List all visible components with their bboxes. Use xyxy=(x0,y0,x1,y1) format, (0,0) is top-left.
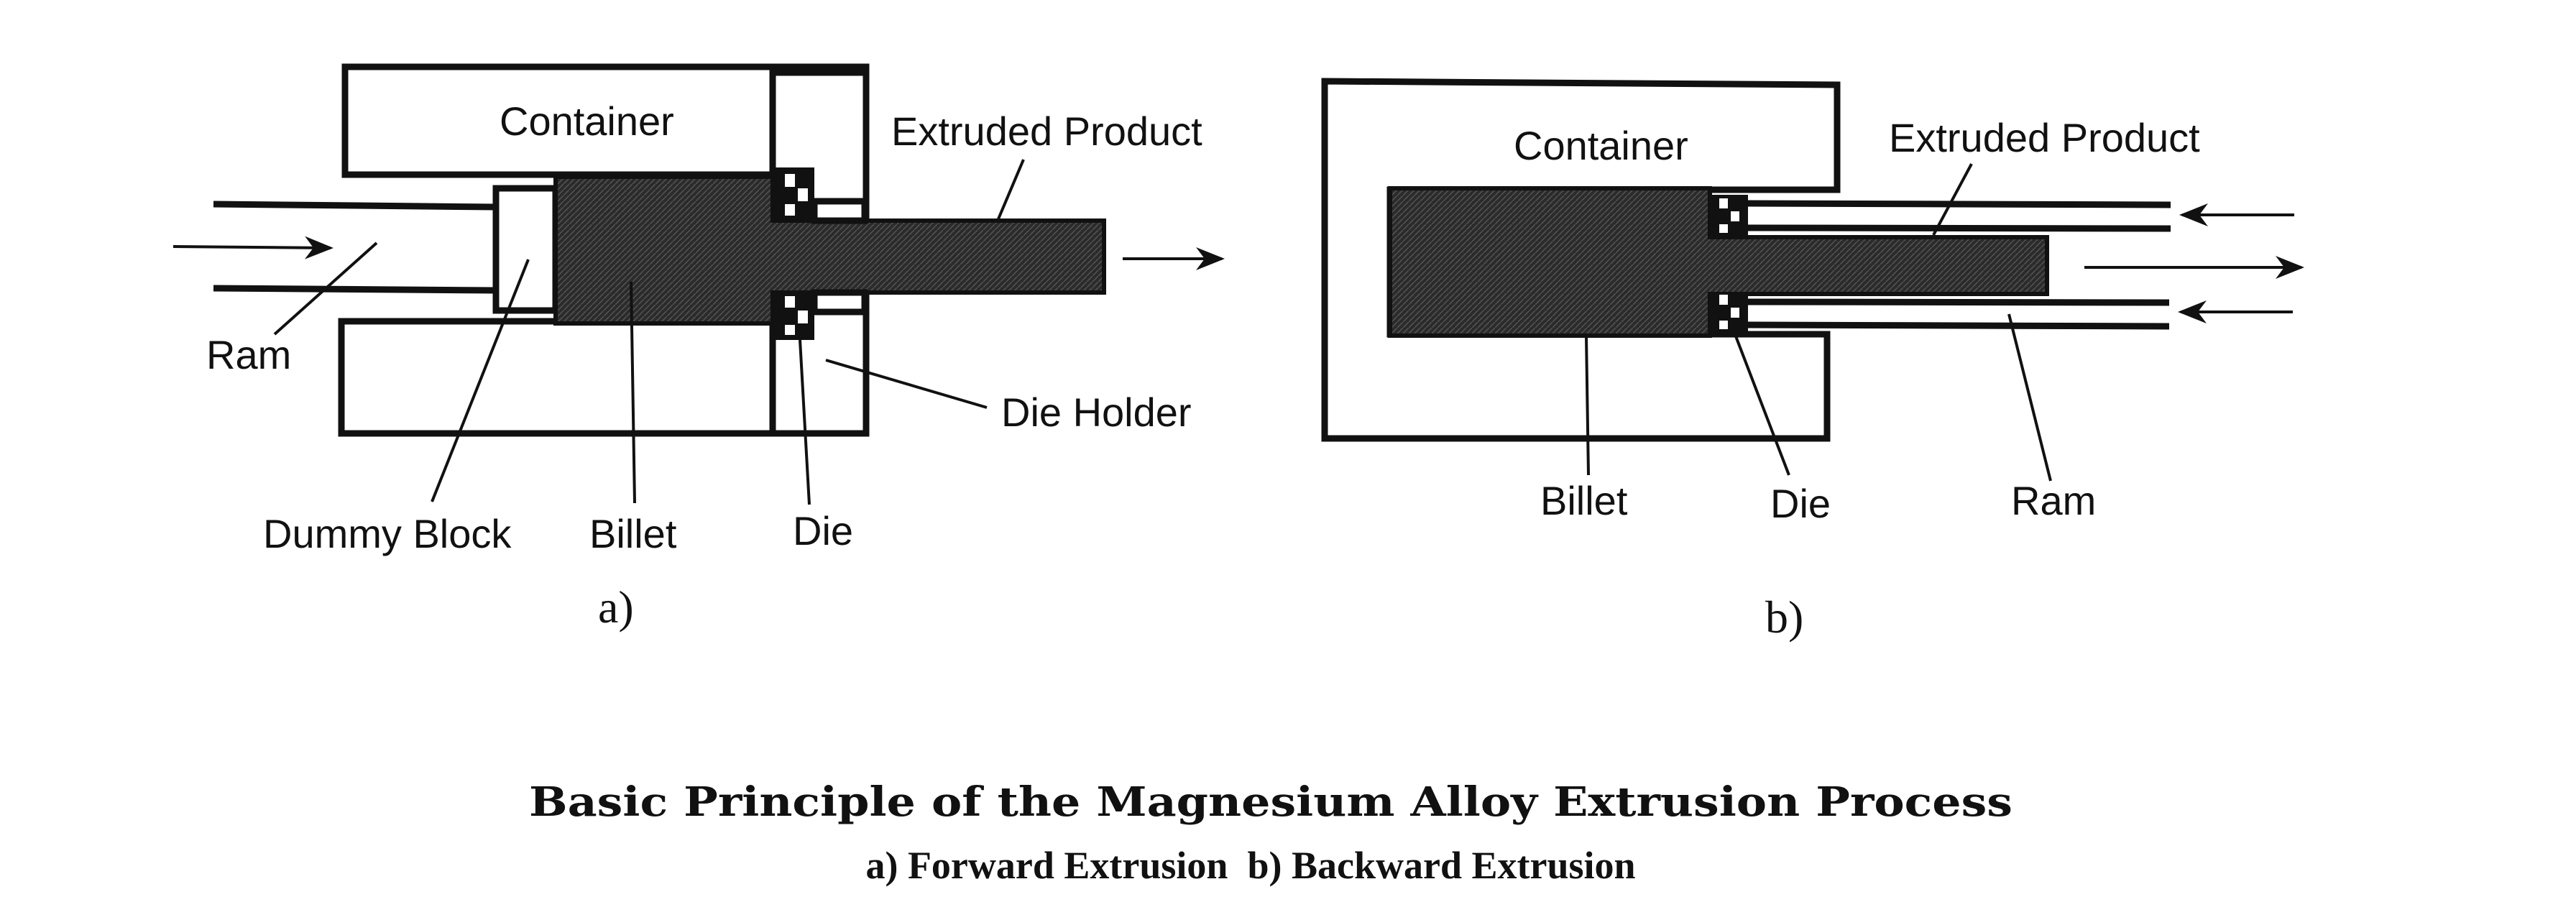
die-holder-gap-lower xyxy=(811,289,868,316)
leader-ram xyxy=(2007,313,2052,482)
label-container: Container xyxy=(1514,123,1688,168)
die-upper xyxy=(1710,195,1748,236)
ram-lower-inner-edge xyxy=(1747,298,2170,306)
label-die-holder: Die Holder xyxy=(1001,390,1192,435)
ram-lower-edge xyxy=(213,285,497,294)
label-die: Die xyxy=(1770,481,1831,526)
leader-die xyxy=(1732,330,1790,476)
leader-billet xyxy=(1585,336,1590,476)
die-lower xyxy=(774,293,814,340)
figure-subtitle: a) Forward Extrusion b) Backward Extrusi… xyxy=(865,844,1635,887)
leader-die xyxy=(799,339,811,505)
dummy-block xyxy=(492,185,559,314)
leader-ram xyxy=(273,242,378,336)
billet-and-product xyxy=(553,175,1106,326)
label-dummy-block: Dummy Block xyxy=(263,511,512,556)
die-upper xyxy=(774,167,814,221)
label-ram: Ram xyxy=(2011,478,2096,523)
ram-upper-outer-edge xyxy=(1747,200,2171,208)
label-billet: Billet xyxy=(1540,478,1628,523)
die-holder-gap-upper xyxy=(811,198,868,224)
backward-extrusion-figure: Container Extruded Product Billet Die Ra… xyxy=(1321,78,2304,643)
die-lower xyxy=(1710,292,1748,332)
ram-upper-inner-edge xyxy=(1747,224,2171,232)
figure-title: Basic Principle of the Magnesium Alloy E… xyxy=(529,778,2012,826)
ram-direction-arrow xyxy=(172,236,334,259)
label-die: Die xyxy=(793,508,853,553)
ram-upper-edge xyxy=(213,201,497,211)
label-container: Container xyxy=(500,98,674,144)
leader-billet xyxy=(630,281,636,504)
leader-extruded-product xyxy=(996,159,1025,221)
label-extruded-product: Extruded Product xyxy=(1889,115,2200,160)
leader-die-holder xyxy=(825,359,988,409)
caption-a: a) xyxy=(598,581,634,632)
ram-lower-outer-edge xyxy=(1747,321,2170,330)
caption-b: b) xyxy=(1765,592,1803,643)
label-ram: Ram xyxy=(206,332,291,377)
label-extruded-product: Extruded Product xyxy=(891,109,1202,154)
leader-dummy-block xyxy=(431,259,530,502)
leader-extruded-product xyxy=(1932,163,1973,236)
label-billet: Billet xyxy=(589,511,677,556)
forward-extrusion-figure: Container Extruded Product Ram Die Holde… xyxy=(172,63,1225,632)
